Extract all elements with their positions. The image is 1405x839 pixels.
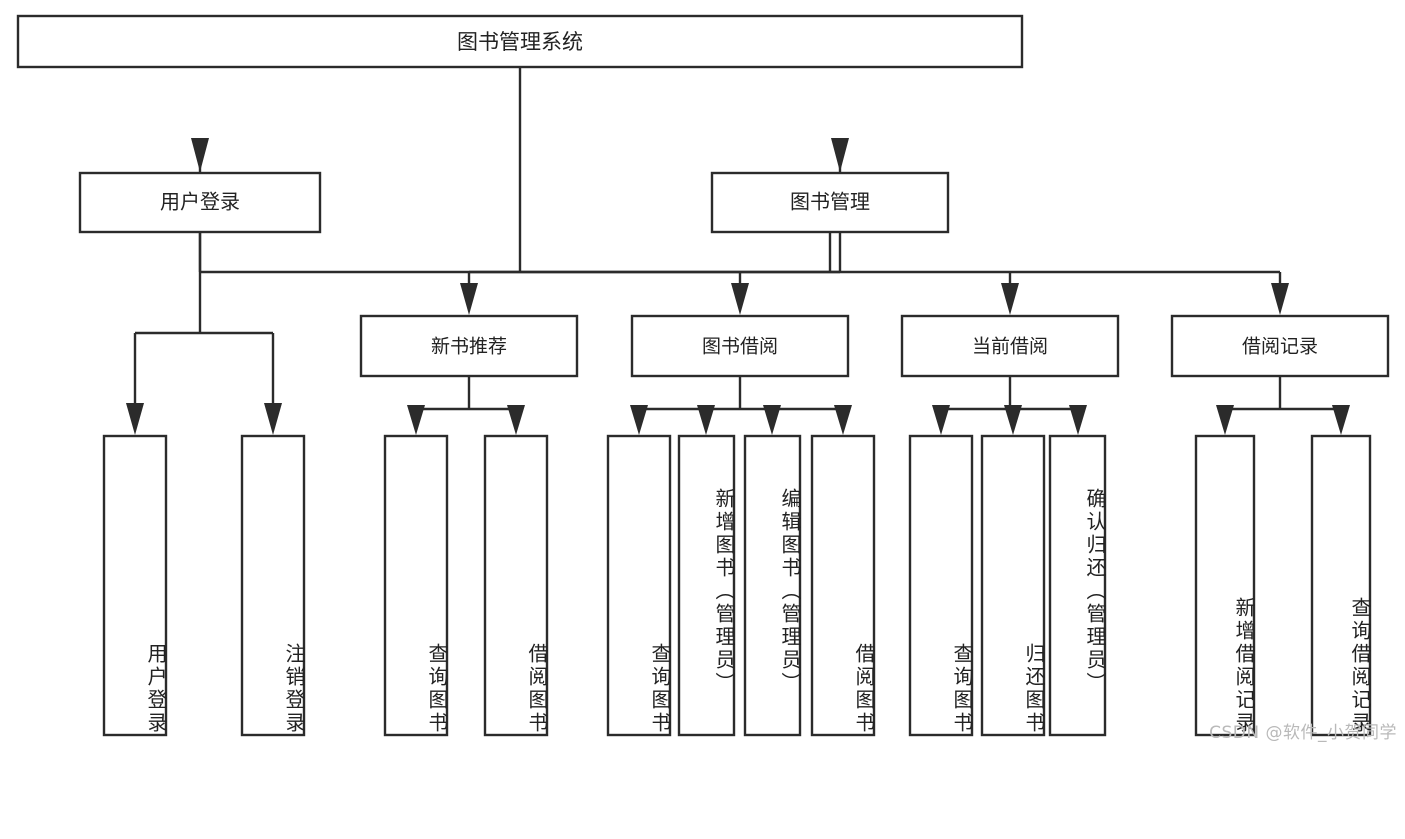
node-leaf-query-book-borrow[interactable] <box>606 434 672 737</box>
node-borrow-record-label: 借阅记录 <box>1242 336 1318 358</box>
node-borrow-record[interactable]: 借阅记录 <box>1170 314 1390 378</box>
connector-book-borrow-to-leaves <box>630 376 852 435</box>
node-book-borrow-label: 图书借阅 <box>702 336 778 358</box>
node-root-label: 图书管理系统 <box>457 30 583 54</box>
node-new-book-rec[interactable]: 新书推荐 <box>359 314 579 378</box>
arrow-to-book-manage <box>831 138 849 172</box>
node-leaf-add-book[interactable] <box>677 434 736 737</box>
watermark-text: CSDN @软件_小贺同学 <box>1209 723 1397 743</box>
node-book-manage[interactable]: 图书管理 <box>710 171 950 234</box>
diagram-canvas: 图书管理系统 用户登录 图书管理 新书推荐 图书借阅 当前借阅 借阅记录 <box>16 14 1397 743</box>
node-user-login[interactable]: 用户登录 <box>78 171 322 234</box>
node-leaf-borrow-book-rec[interactable] <box>483 434 549 737</box>
leaf-boxes <box>102 434 1372 737</box>
connector-current-borrow-to-leaves <box>932 376 1087 435</box>
node-leaf-query-book-cur[interactable] <box>908 434 974 737</box>
node-root[interactable]: 图书管理系统 <box>16 14 1024 69</box>
node-new-book-rec-label: 新书推荐 <box>431 336 507 358</box>
node-current-borrow-label: 当前借阅 <box>972 336 1048 358</box>
node-leaf-query-record[interactable] <box>1310 434 1372 737</box>
node-leaf-add-record[interactable] <box>1194 434 1256 737</box>
connector-borrow-record-to-leaves <box>1216 376 1350 435</box>
connector-book-manage-to-level3 <box>460 232 1289 315</box>
node-leaf-return-book[interactable] <box>980 434 1046 737</box>
node-leaf-user-login[interactable] <box>102 434 168 737</box>
node-book-manage-label: 图书管理 <box>790 190 870 214</box>
node-user-login-label: 用户登录 <box>160 190 240 214</box>
node-leaf-edit-book[interactable] <box>743 434 802 737</box>
arrow-to-user-login <box>191 138 209 172</box>
connector-root-to-level2 <box>198 67 842 274</box>
node-leaf-borrow-book[interactable] <box>810 434 876 737</box>
tree-diagram-svg: 图书管理系统 用户登录 图书管理 新书推荐 图书借阅 当前借阅 借阅记录 <box>16 14 1390 737</box>
node-leaf-confirm-return[interactable] <box>1048 434 1107 737</box>
node-book-borrow[interactable]: 图书借阅 <box>630 314 850 378</box>
connector-user-login-to-leaves <box>126 232 282 435</box>
connector-new-book-rec-to-leaves <box>407 376 525 435</box>
node-leaf-user-logout[interactable] <box>240 434 306 737</box>
node-leaf-query-book-rec[interactable] <box>383 434 449 737</box>
node-current-borrow[interactable]: 当前借阅 <box>900 314 1120 378</box>
